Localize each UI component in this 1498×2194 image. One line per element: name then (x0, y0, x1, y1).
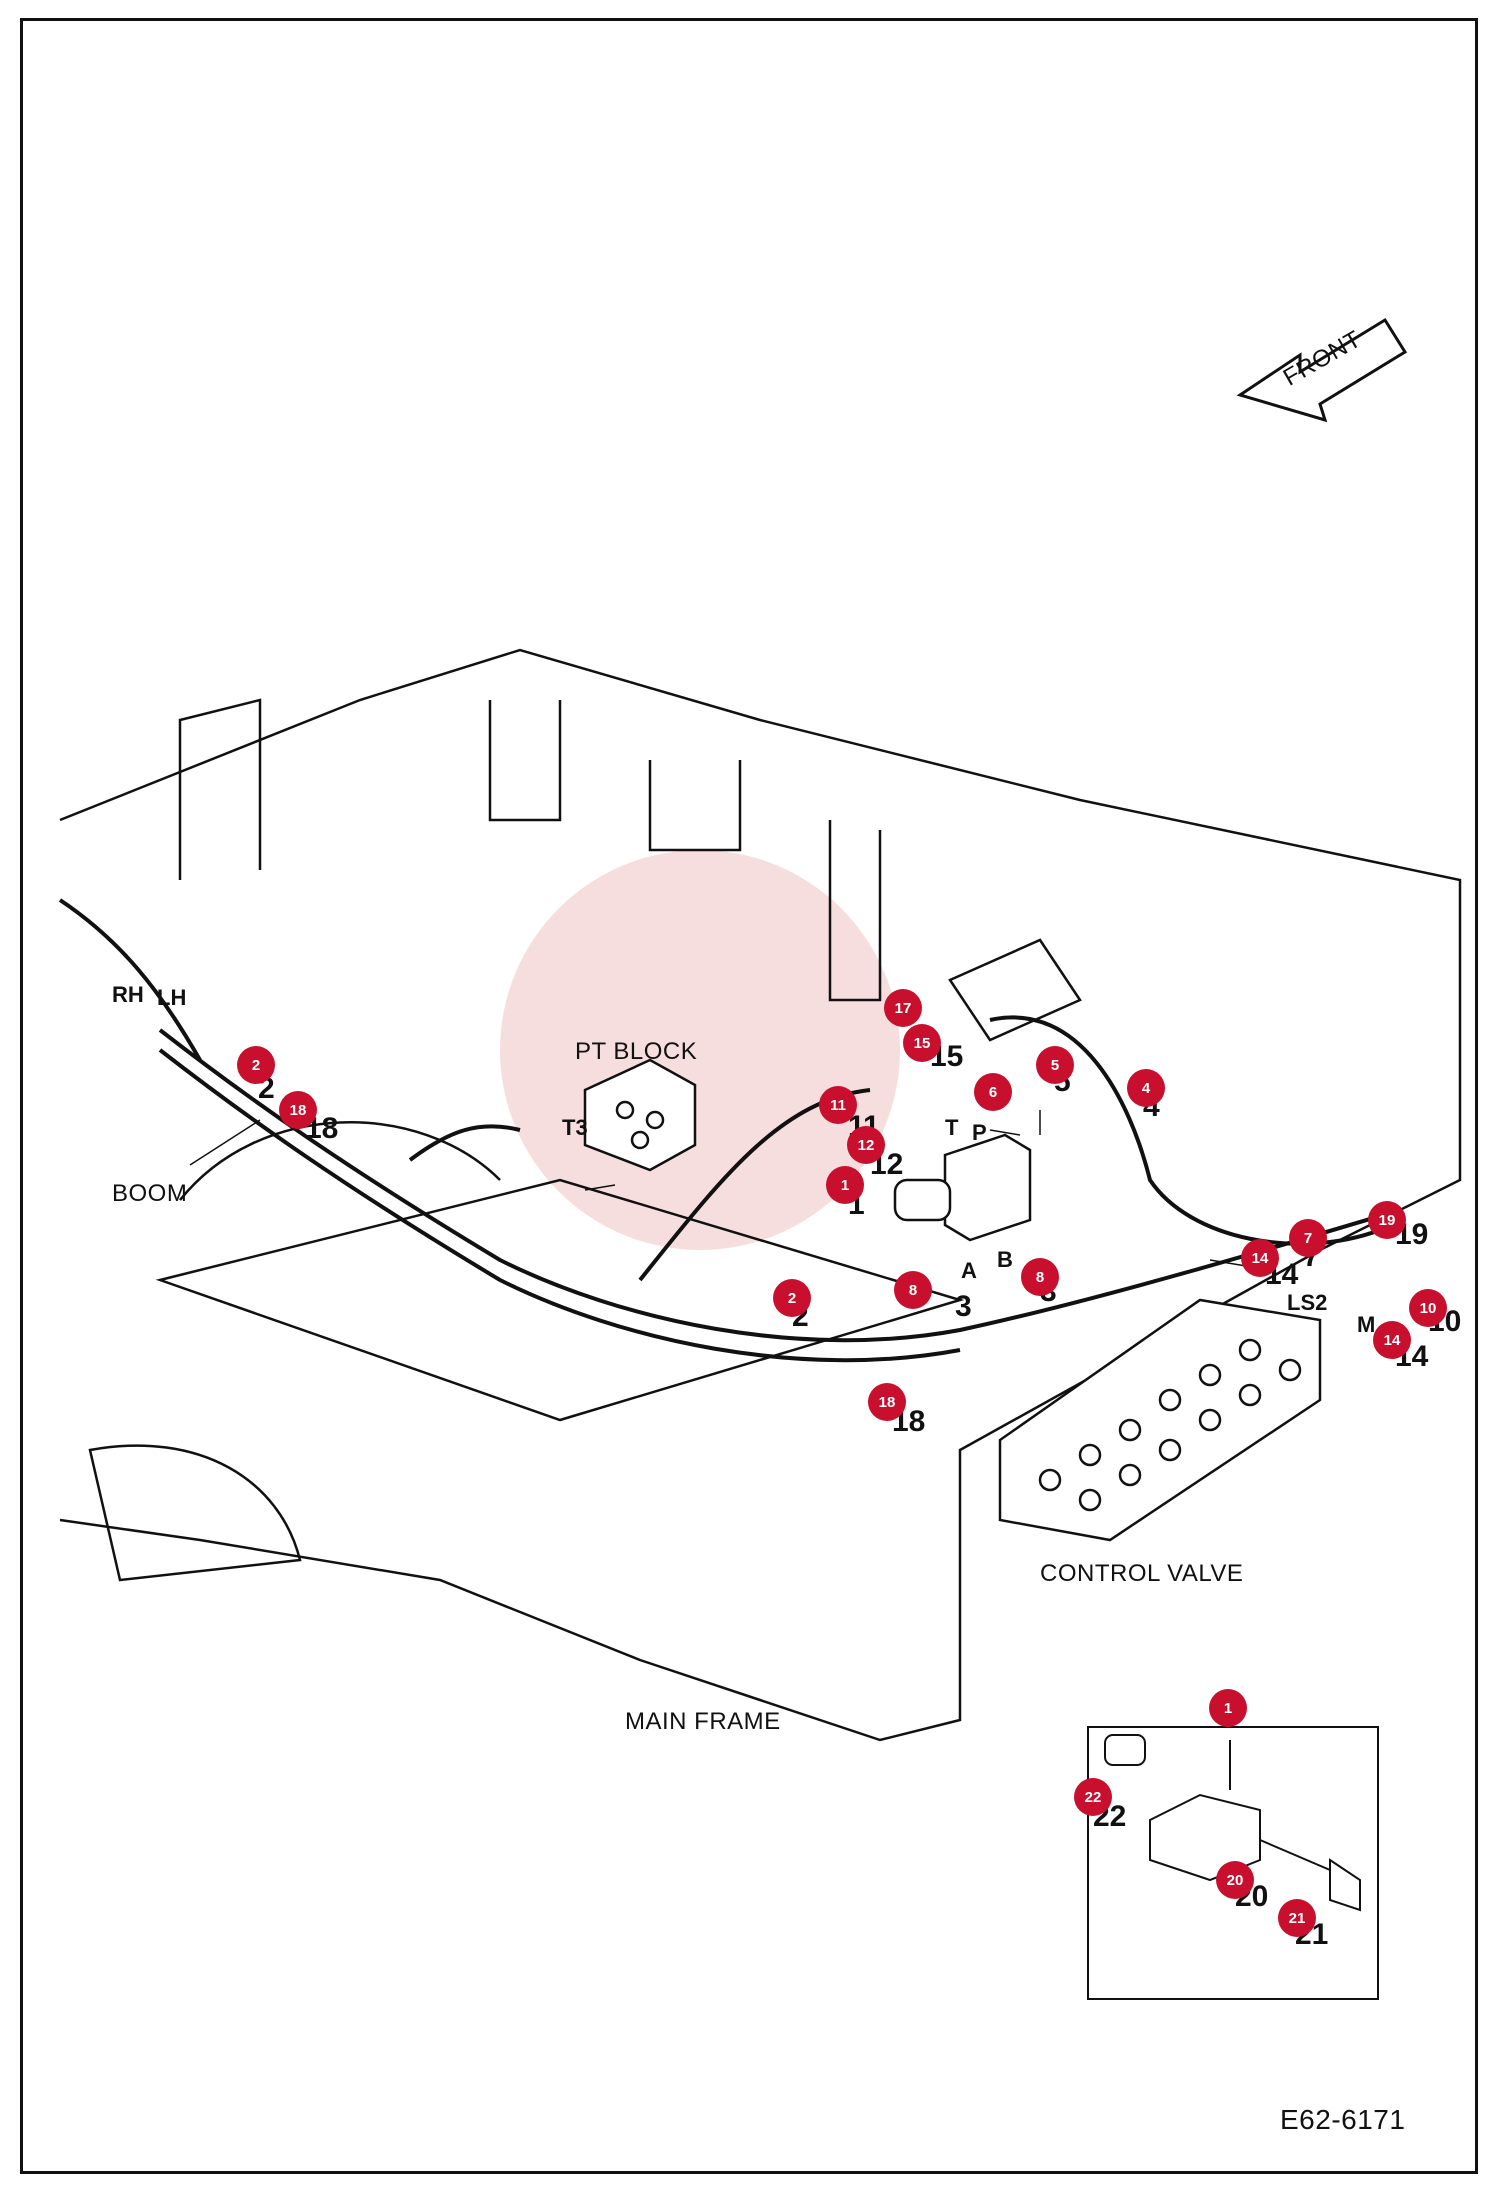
callout-badge: 20 (1216, 1861, 1254, 1899)
callout-badge: 4 (1127, 1069, 1165, 1107)
callout-badge: 1 (826, 1166, 864, 1204)
callout-badge: 21 (1278, 1899, 1316, 1937)
valve-assembly (893, 1133, 1032, 1242)
port-a: A (961, 1258, 977, 1283)
control-valve (998, 1298, 1322, 1542)
callout-badge: 18 (279, 1091, 317, 1129)
leader-lines (189, 1110, 1271, 1271)
callout-badge: 18 (868, 1383, 906, 1421)
front-arrow-icon (1236, 317, 1408, 423)
main-frame-label: MAIN FRAME (625, 1708, 781, 1735)
port-ls2: LS2 (1287, 1290, 1328, 1315)
callout-badge: 8 (1021, 1258, 1059, 1296)
callout-badge: 6 (974, 1073, 1012, 1111)
port-t: T (945, 1115, 959, 1140)
control-valve-label: CONTROL VALVE (1040, 1560, 1244, 1587)
part-number: 3 (955, 1290, 972, 1323)
callout-badge: 1 (1209, 1689, 1247, 1727)
callout-badge: 11 (819, 1086, 857, 1124)
pt-block (583, 1058, 697, 1172)
callout-badge: 10 (1409, 1289, 1447, 1327)
inset-detail (1087, 1726, 1379, 2000)
callout-badge: 19 (1368, 1201, 1406, 1239)
callout-badge: 14 (1241, 1239, 1279, 1277)
port-b: B (997, 1247, 1013, 1272)
hydraulic-hoses (58, 898, 1401, 1363)
callout-badge: 5 (1036, 1046, 1074, 1084)
port-m: M (1357, 1312, 1376, 1337)
boom-label: BOOM (112, 1180, 188, 1207)
callout-badge: 2 (237, 1046, 275, 1084)
callout-badge: 22 (1074, 1778, 1112, 1816)
drawing-code: E62-6171 (1280, 2104, 1406, 2135)
callout-badge: 2 (773, 1279, 811, 1317)
callout-badge: 8 (894, 1271, 932, 1309)
drawing-border (20, 18, 1478, 2174)
port-p: P (972, 1120, 987, 1145)
port-t3: T3 (562, 1115, 588, 1140)
callout-badge: 7 (1289, 1219, 1327, 1257)
port-lh: LH (157, 985, 187, 1010)
callout-badge: 15 (903, 1024, 941, 1062)
callout-badge: 17 (884, 989, 922, 1027)
callout-badge: 12 (847, 1126, 885, 1164)
port-rh: RH (112, 982, 144, 1007)
pt-block-label: PT BLOCK (575, 1038, 698, 1065)
callout-badge: 14 (1373, 1321, 1411, 1359)
